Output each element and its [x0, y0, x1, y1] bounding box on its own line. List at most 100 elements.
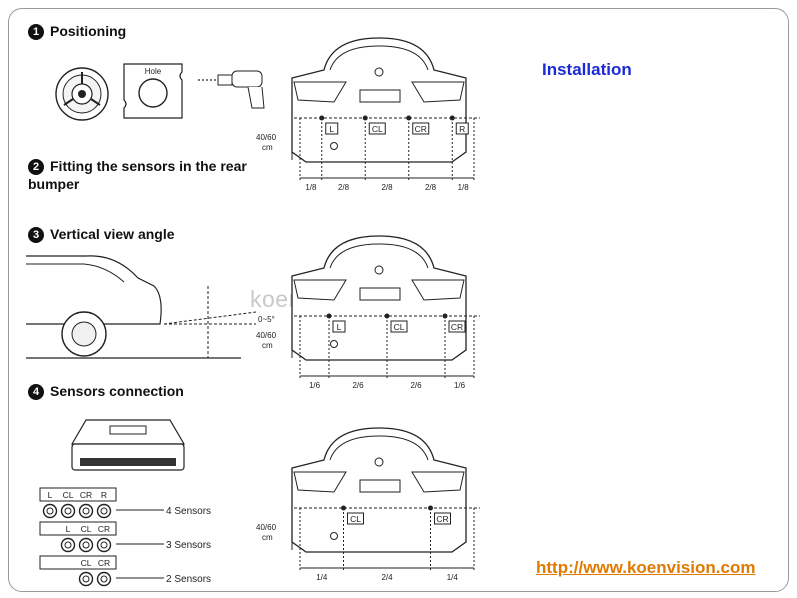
connector-socket-inner [100, 575, 108, 583]
tail-light-right [411, 279, 465, 301]
height-unit: cm [262, 533, 273, 542]
step-number-1-icon: 1 [28, 24, 44, 40]
tail-light-left [293, 279, 347, 301]
connection-count-label: 3 Sensors [166, 540, 211, 551]
height-unit: cm [262, 143, 273, 152]
sensor-dot [449, 115, 455, 121]
connector-socket-inner [64, 507, 72, 515]
sensor-box [412, 122, 430, 135]
tail-light-left [293, 81, 347, 103]
dimension-label: 2/8 [381, 183, 393, 192]
dimension-label: 2/6 [410, 381, 422, 390]
sensor-box [455, 122, 469, 135]
connector-socket-inner [100, 541, 108, 549]
installation-title: Installation [542, 60, 632, 79]
sensor-box [390, 320, 408, 333]
sensor-dot [406, 115, 412, 121]
exhaust-pipe [330, 340, 338, 348]
car-emblem-icon [374, 265, 384, 275]
sensor-label: CL [372, 124, 383, 134]
exhaust-pipe [330, 142, 338, 150]
sensor-label: L [337, 322, 342, 332]
sensor-dot [384, 313, 390, 319]
hole-label: Hole [145, 67, 162, 76]
sensor-label: CL [394, 322, 405, 332]
height-label: 40/60 [256, 523, 277, 532]
step-number-4-icon: 4 [28, 384, 44, 400]
sensor-box [332, 320, 346, 333]
height-label: 40/60 [256, 331, 277, 340]
drill-icon [198, 70, 265, 109]
dimension-label: 1/6 [309, 381, 321, 390]
car-emblem-icon [374, 67, 384, 77]
height-unit: cm [262, 341, 273, 350]
dimension-label: 2/6 [352, 381, 364, 390]
sensor-dot [326, 313, 332, 319]
step-number-3-icon: 3 [28, 227, 44, 243]
sensor-label: CR [451, 322, 463, 332]
dimension-label: 1/6 [454, 381, 466, 390]
step-number-2-icon: 2 [28, 159, 44, 175]
connection-count-label: 2 Sensors [166, 574, 211, 585]
sensor-label: CL [350, 514, 361, 524]
car-emblem-icon [374, 457, 384, 467]
hole-panel-illustration: Hole [123, 63, 183, 119]
tail-light-right [411, 471, 465, 493]
dimension-label: 1/4 [316, 573, 328, 582]
sensor-dot [341, 505, 346, 511]
step-positioning: 1 Positioning [28, 22, 126, 40]
dimension-label: 1/4 [447, 573, 459, 582]
sensor-label: L [329, 124, 334, 134]
car-side-view: 0~5° [26, 255, 275, 359]
connector-socket-inner [100, 507, 108, 515]
connector-label: CR [80, 490, 92, 500]
step-label: Vertical view angle [50, 226, 175, 242]
dimension-label: 1/8 [305, 183, 317, 192]
sensor-label: CR [415, 124, 427, 134]
step-vertical-angle: 3 Vertical view angle [28, 225, 175, 243]
connector-label: L [48, 490, 53, 500]
connector-label: R [101, 490, 107, 500]
step-fitting: 2 Fitting the sensors in the rear bumper [28, 157, 247, 193]
connector-strip [39, 555, 117, 570]
height-label: 40/60 [256, 133, 277, 142]
step-label-line2: bumper [28, 176, 80, 192]
step-label: Sensors connection [50, 383, 184, 399]
sensor-dot [362, 115, 368, 121]
sensor-box [448, 320, 466, 333]
exhaust-pipe [330, 532, 338, 540]
step-label: Fitting the sensors in the rear [50, 158, 247, 174]
sensor-box [368, 122, 386, 135]
connector-socket-inner [82, 507, 90, 515]
sensor-box [347, 512, 364, 525]
sensor-dot [319, 115, 325, 121]
connector-label: CL [81, 558, 92, 568]
step-label: Positioning [50, 23, 127, 39]
license-plate [359, 287, 401, 301]
connector-socket-inner [82, 541, 90, 549]
license-plate [359, 479, 401, 493]
website-link[interactable]: http://www.koenvision.com [536, 558, 756, 577]
connector-label: CR [98, 524, 110, 534]
connector-label: CL [81, 524, 92, 534]
sensor-box [434, 512, 451, 525]
dimension-label: 2/4 [381, 573, 393, 582]
step-connection: 4 Sensors connection [28, 382, 184, 400]
license-plate [359, 89, 401, 103]
connector-label: L [66, 524, 71, 534]
connector-label: CR [98, 558, 110, 568]
connector-label: CL [63, 490, 74, 500]
rear-window [329, 435, 429, 461]
sensor-label: CR [436, 514, 448, 524]
dimension-label: 1/8 [458, 183, 470, 192]
rear-window [329, 45, 429, 71]
tail-light-left [293, 471, 347, 493]
dimension-label: 2/8 [338, 183, 350, 192]
connector-socket-inner [46, 507, 54, 515]
dimension-label: 2/8 [425, 183, 437, 192]
rear-window [329, 243, 429, 269]
